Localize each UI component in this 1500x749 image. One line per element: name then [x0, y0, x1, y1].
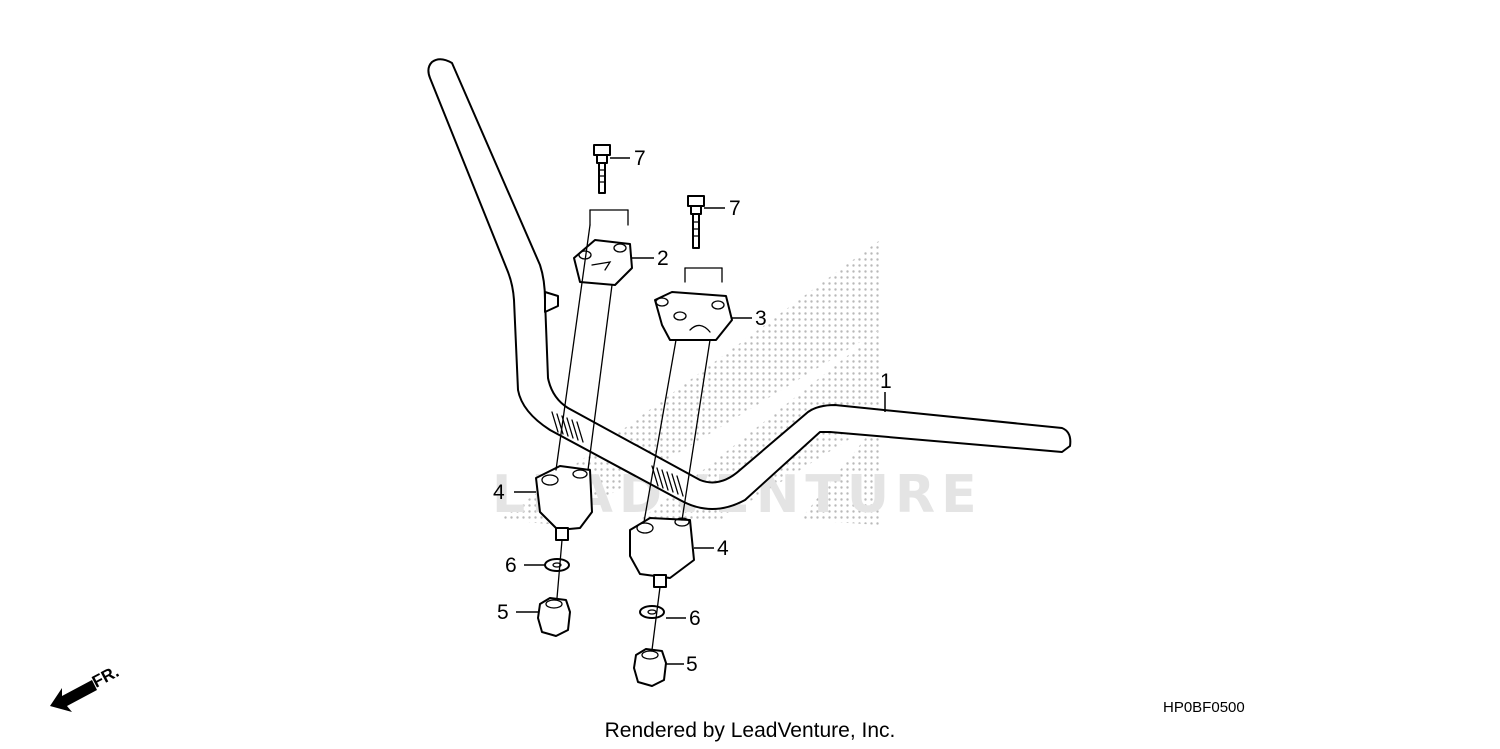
front-indicator: FR. — [50, 662, 122, 712]
washer-left[interactable] — [544, 558, 570, 572]
diagram-code: HP0BF0500 — [1163, 699, 1245, 716]
nut-left[interactable] — [537, 597, 571, 637]
bolt-left[interactable] — [593, 144, 611, 194]
callout-3[interactable]: 3 — [755, 307, 767, 330]
callout-6-left[interactable]: 6 — [505, 554, 517, 577]
knurl-left — [551, 411, 584, 443]
callout-6-right[interactable]: 6 — [689, 607, 701, 630]
callout-7-left[interactable]: 7 — [634, 147, 646, 170]
nut-right[interactable] — [633, 648, 667, 687]
washer-right[interactable] — [639, 605, 665, 619]
callout-5-left[interactable]: 5 — [497, 601, 509, 624]
knurl-right — [651, 465, 684, 497]
lower-holder-left[interactable] — [535, 465, 593, 541]
upper-holder-a[interactable] — [573, 239, 633, 286]
upper-holder-b[interactable] — [654, 291, 733, 341]
callout-labels: 1 2 3 4 4 5 5 6 6 7 7 — [493, 147, 892, 676]
bolt-right[interactable] — [687, 195, 705, 249]
callout-1[interactable]: 1 — [880, 370, 892, 393]
callout-4-left[interactable]: 4 — [493, 481, 505, 504]
callout-4-right[interactable]: 4 — [717, 537, 729, 560]
front-arrow-icon — [50, 680, 97, 712]
callout-lines — [514, 157, 886, 665]
callout-2[interactable]: 2 — [657, 247, 669, 270]
handlebar[interactable] — [427, 58, 1072, 510]
lower-holder-right[interactable] — [629, 517, 695, 588]
callout-7-right[interactable]: 7 — [729, 197, 741, 220]
footer-credit: Rendered by LeadVenture, Inc. — [605, 719, 896, 742]
assembly-lines — [555, 209, 723, 651]
callout-5-right[interactable]: 5 — [686, 653, 698, 676]
